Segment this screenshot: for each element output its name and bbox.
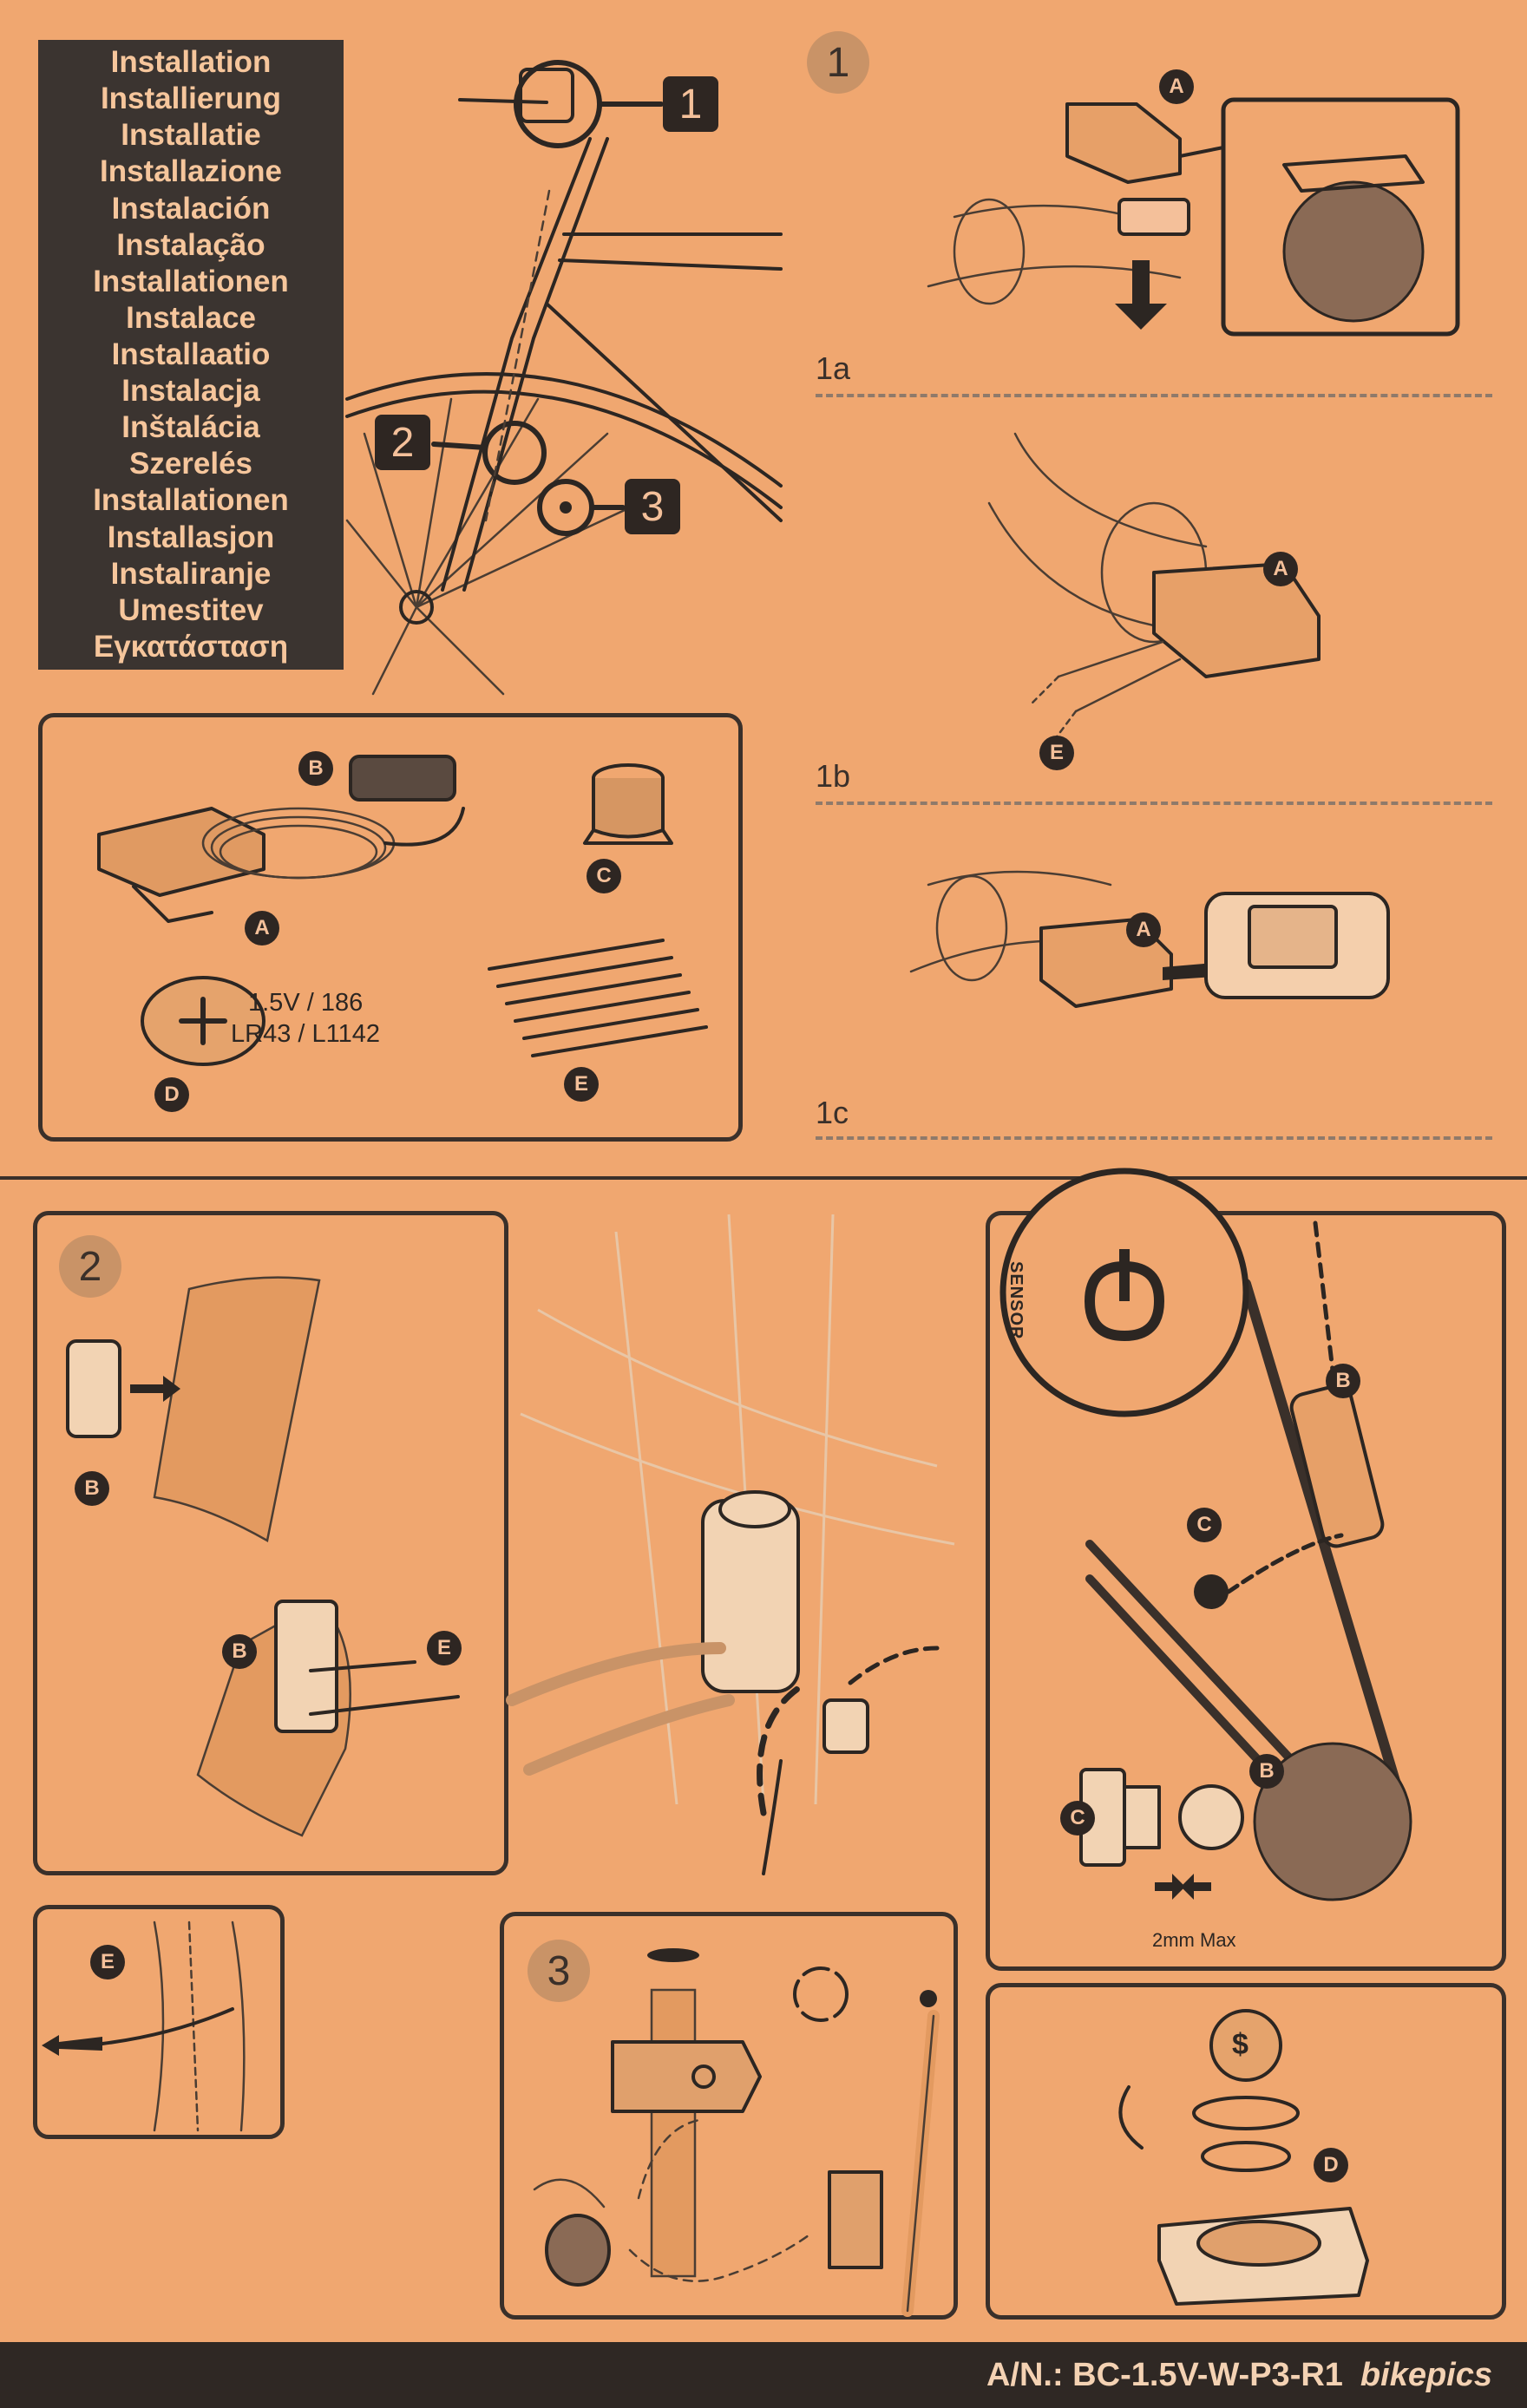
substep-1b-label: 1b (816, 758, 851, 794)
step-1b-badge-a: A (1263, 552, 1298, 586)
watermark: bikepics (1360, 2356, 1492, 2393)
step-2-box (33, 1211, 508, 1875)
part-badge-c: C (587, 859, 621, 893)
footer-bar: A/N.: BC-1.5V-W-P3-R1 bikepics (0, 2342, 1527, 2408)
title-lang: Εγκατάσταση (93, 629, 289, 664)
title-lang: Szerelés (128, 447, 253, 481)
title-lang: Umestitev (118, 592, 264, 627)
step-2-badge-b: B (75, 1471, 109, 1506)
title-lang: Installasjon (107, 520, 275, 554)
cut-tie-illustration (42, 1921, 246, 2132)
title-lang: Instalace (126, 300, 256, 335)
sensor-alignment-illustration (999, 1168, 1412, 1901)
sensor-badge-b: B (1326, 1364, 1360, 1398)
part-badge-a: A (245, 911, 279, 946)
substep-1c-label: 1c (816, 1095, 849, 1130)
title-lang: Instalación (111, 191, 271, 226)
parts-contents-box (38, 713, 743, 1142)
title-lang: Installation (110, 45, 272, 80)
title-lang: Instaliranje (110, 556, 272, 591)
title-lang: Installatie (121, 118, 261, 153)
gap-distance-label: 2mm Max (1152, 1929, 1236, 1951)
step-3-number: 3 (528, 1940, 590, 2002)
part-badge-e: E (564, 1067, 599, 1102)
battery-install-box (986, 1983, 1506, 2320)
battery-coin-symbol: $ (1232, 2028, 1248, 2061)
substep-divider (816, 1136, 1492, 1140)
callout-3: 3 (625, 479, 680, 534)
battery-badge-d: D (1314, 2148, 1348, 2182)
step-1b-illustration (987, 432, 1321, 748)
step-2-illustration (66, 1276, 460, 1837)
section-divider-line (0, 1176, 1527, 1180)
wheel-mount-illustration (506, 1214, 955, 1875)
title-lang: Installazione (99, 154, 283, 189)
sensor-label: SENSOR (1006, 1261, 1026, 1340)
gap-badge-c: C (1060, 1801, 1095, 1835)
title-lang: Instalacja (121, 374, 260, 409)
substep-divider (816, 802, 1492, 805)
part-badge-b: B (298, 751, 333, 786)
step-2-badge-b-mounted: B (222, 1634, 257, 1669)
step-1c-illustration (909, 870, 1390, 1008)
step-1a-illustration (927, 97, 1460, 337)
step-1-number: 1 (807, 31, 869, 94)
battery-spec-2: LR43 / L1142 (231, 1020, 380, 1048)
title-lang: Inštalácia (121, 410, 260, 445)
title-lang: Instalação (116, 227, 265, 262)
step-2-cut-tie-box (33, 1905, 285, 2139)
substep-1a-label: 1a (816, 350, 851, 386)
callout-1: 1 (663, 76, 718, 132)
part-badge-d: D (154, 1077, 189, 1112)
article-number: A/N.: BC-1.5V-W-P3-R1 (986, 2356, 1343, 2393)
step-1b-badge-e: E (1039, 736, 1074, 770)
title-lang: Installationen (93, 483, 289, 518)
title-lang: Installationen (93, 264, 289, 298)
step-2-badge-e: E (427, 1631, 462, 1665)
battery-spec-1: 1.5V / 186 (248, 989, 364, 1017)
step-3-illustration (533, 1948, 940, 2317)
step-3-box (500, 1912, 958, 2320)
callout-2: 2 (375, 415, 430, 470)
gap-badge-b: B (1249, 1754, 1284, 1789)
step-2-cut-badge-e: E (90, 1945, 125, 1979)
magnet-badge-c: C (1187, 1508, 1222, 1542)
bike-overview-illustration (345, 60, 783, 696)
battery-install-illustration (1118, 2009, 1369, 2306)
step-2-number: 2 (59, 1235, 121, 1298)
installation-title-block: Installation Installierung Installatie I… (38, 40, 344, 670)
substep-divider (816, 394, 1492, 397)
step-1a-badge-a: A (1159, 69, 1194, 104)
sensor-alignment-box (986, 1211, 1506, 1971)
step-1c-badge-a: A (1126, 913, 1161, 947)
parts-illustration (97, 755, 708, 1066)
title-lang: Installaatio (111, 337, 271, 371)
title-lang: Installierung (100, 82, 282, 116)
